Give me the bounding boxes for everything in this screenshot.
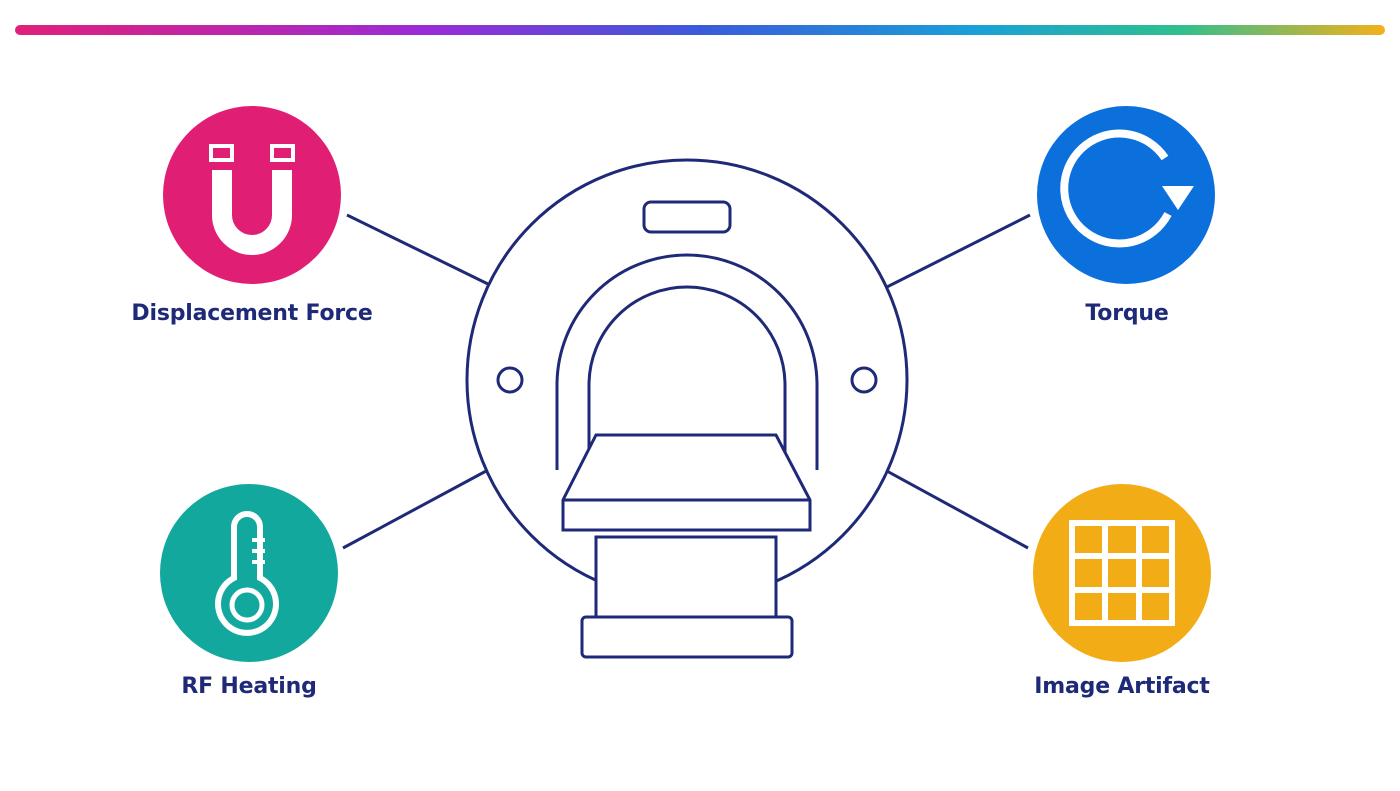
hazard-torque [1037,106,1215,284]
artifact-circle [1033,484,1211,662]
connector-artifact [884,468,1029,550]
scanner-bore-inner [587,285,787,470]
grid-icon [1069,520,1175,626]
hazard-heating [160,484,338,662]
label-displacement-force: Displacement Force [131,301,373,326]
hazard-artifact [1033,484,1211,662]
label-rf-heating: RF Heating [181,674,317,699]
hazard-displacement [163,106,341,284]
scanner-table-top [561,433,812,532]
scanner-table-pedestal [594,535,778,619]
scanner-table-base [580,615,794,659]
connector-heating [342,468,489,550]
scanner-top-panel [642,200,732,234]
connector-displacement [346,213,491,287]
connector-lines [342,213,1031,550]
magnet-icon [209,144,295,255]
connector-torque [884,213,1031,290]
top-gradient-bar [15,25,1385,35]
mri-scanner-icon [465,158,909,659]
thermometer-icon [215,511,279,636]
displacement-circle [163,106,341,284]
label-image-artifact: Image Artifact [1034,674,1210,699]
label-torque: Torque [1085,301,1169,326]
rotate-arrow-icon [1060,129,1194,248]
heating-circle [160,484,338,662]
scanner-left-dot [496,366,524,394]
scanner-right-dot [850,366,878,394]
